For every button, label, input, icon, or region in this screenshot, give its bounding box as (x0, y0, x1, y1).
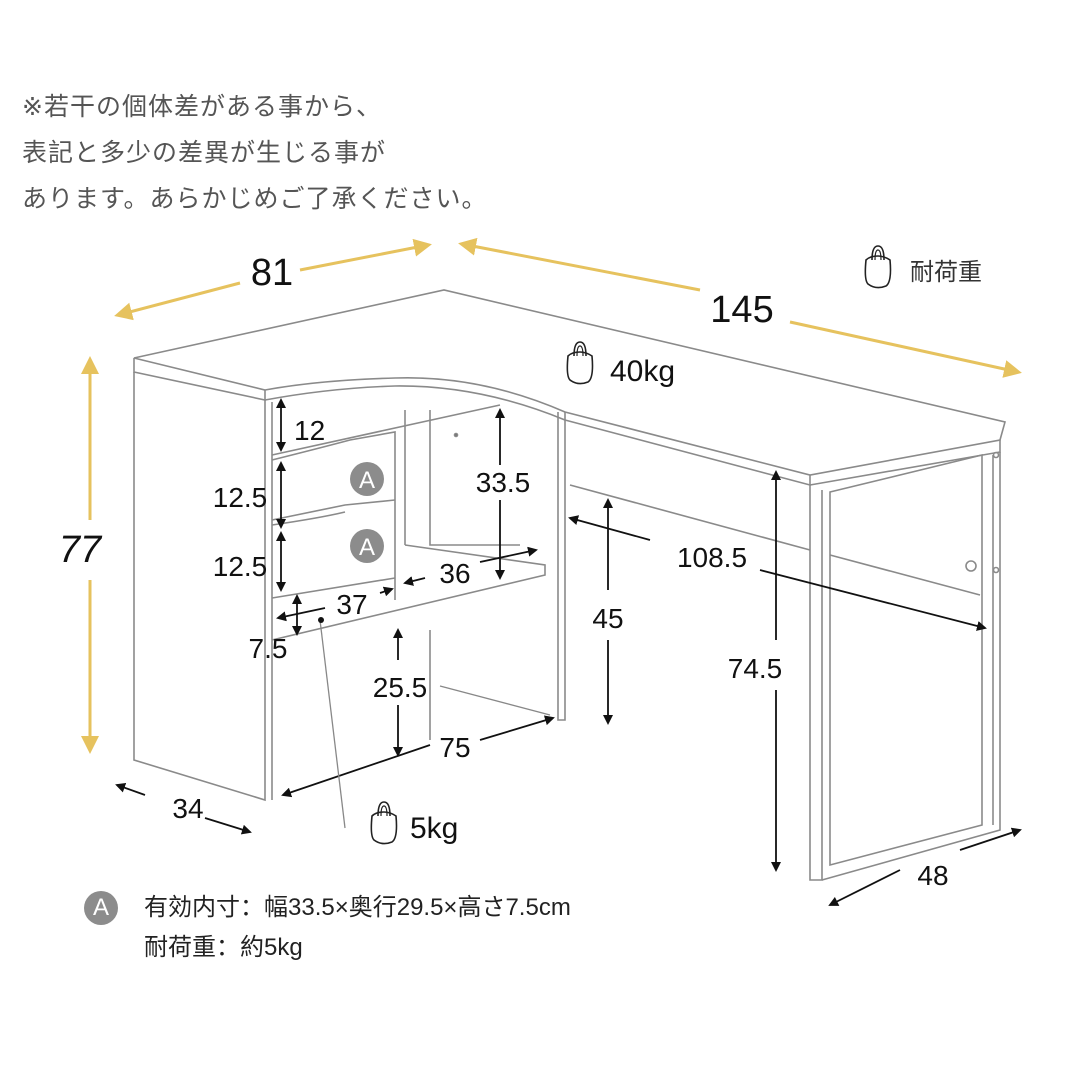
desk-drawing (133, 289, 1006, 881)
spec-row-dimensions: A 有効内寸：幅33.5×奥行29.5×高さ7.5cm (84, 888, 571, 928)
note-line-2: 表記と多少の差異が生じる事が (22, 138, 387, 167)
spec-dimensions-text: 有効内寸：幅33.5×奥行29.5×高さ7.5cm (144, 894, 571, 921)
dim-75: 75 (439, 732, 470, 763)
dim-145: 145 (710, 289, 773, 331)
overall-dimension-arrows (81, 237, 1022, 754)
dim-12-5-a: 12.5 (213, 482, 268, 513)
dim-12-5-b: 12.5 (213, 551, 268, 582)
detail-dimension-arrows (115, 398, 1022, 906)
dim-7-5: 7.5 (249, 633, 288, 664)
dim-34: 34 (172, 793, 203, 824)
spec-badge: A (84, 891, 118, 925)
spec-row-load: 耐荷重：約5kg (84, 928, 571, 968)
drawer-load: 5kg (410, 812, 458, 845)
dim-77: 77 (59, 529, 103, 571)
drawer-badge-1: A (350, 462, 384, 496)
dimension-labels: 81 145 77 12 12.5 12.5 7.5 37 36 33.5 10… (59, 252, 949, 891)
dim-36: 36 (439, 558, 470, 589)
dim-81: 81 (251, 252, 293, 294)
drawer-badge-2: A (350, 529, 384, 563)
note-line-3: あります。あらかじめご了承ください。 (22, 184, 488, 213)
weight-icon (370, 801, 398, 845)
dim-25-5: 25.5 (373, 672, 428, 703)
weight-icon (864, 245, 892, 289)
svg-text:A: A (359, 534, 375, 561)
load-legend-label: 耐荷重 (910, 258, 982, 286)
drawer-pointer-dot (318, 617, 324, 623)
drawer-spec: A 有効内寸：幅33.5×奥行29.5×高さ7.5cm 耐荷重：約5kg (84, 888, 571, 968)
svg-text:A: A (359, 467, 375, 494)
desk-top-load: 40kg (610, 355, 675, 388)
dim-12: 12 (294, 415, 325, 446)
dim-74-5: 74.5 (728, 653, 783, 684)
dim-108-5: 108.5 (677, 542, 747, 573)
dim-48: 48 (917, 860, 948, 891)
note-line-1: ※若干の個体差がある事から、 (22, 92, 382, 121)
dim-33-5: 33.5 (476, 467, 531, 498)
spec-load-text: 耐荷重：約5kg (144, 934, 303, 961)
disclaimer-note: ※若干の個体差がある事から、 表記と多少の差異が生じる事が あります。あらかじめ… (22, 84, 488, 222)
dim-45: 45 (592, 603, 623, 634)
weight-icon (566, 341, 594, 385)
dim-37: 37 (336, 589, 367, 620)
